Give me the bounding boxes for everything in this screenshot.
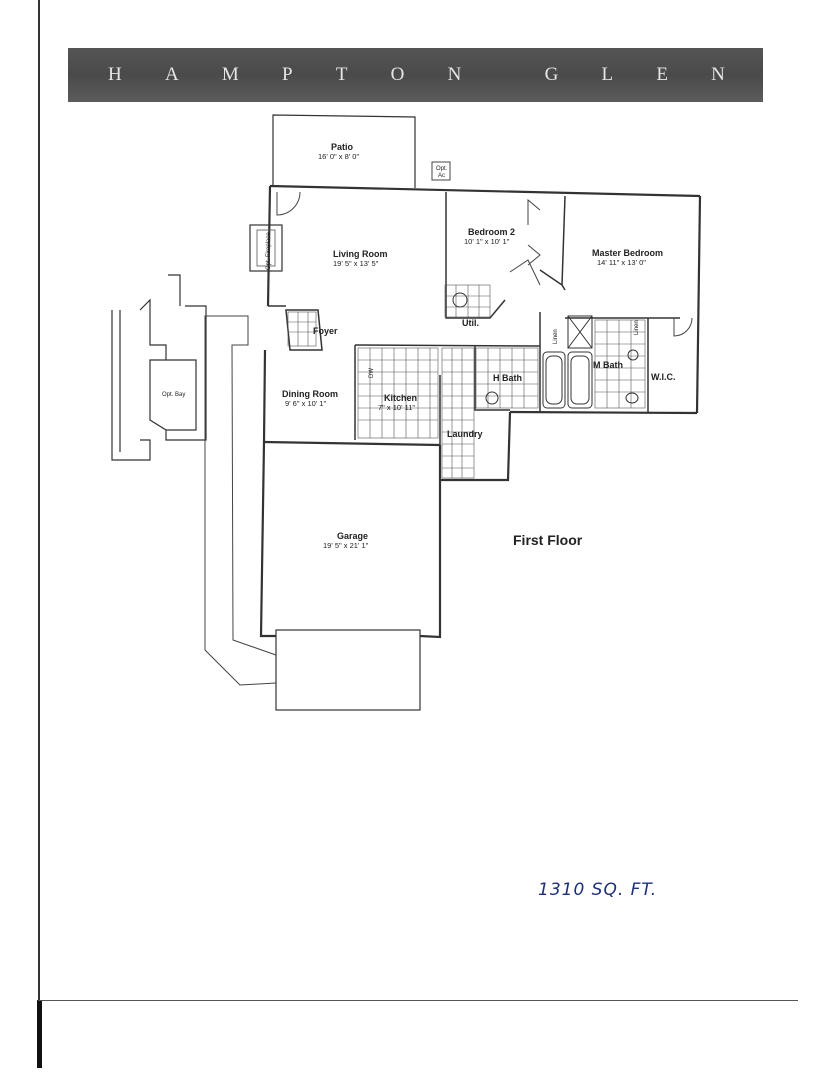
- patio: [272, 114, 416, 188]
- foyer-label: Foyer: [313, 326, 338, 336]
- laundry-label: Laundry: [447, 429, 483, 439]
- master-bedroom-dim: 14' 11" x 13' 0": [597, 258, 646, 267]
- left-margin-rule: [38, 0, 40, 1000]
- wic-label: W.I.C.: [651, 372, 676, 382]
- bath-fixtures: [452, 292, 639, 409]
- garage-label: Garage: [337, 531, 368, 541]
- bedroom2-dim: 10' 1" x 10' 1": [464, 237, 510, 246]
- banner-letter: A: [164, 64, 179, 85]
- master-bedroom-label: Master Bedroom: [592, 248, 663, 258]
- opt-ac-label: Ac: [438, 173, 445, 179]
- kitchen-dim: 7" x 10' 11": [378, 403, 415, 412]
- banner-letter: G: [544, 64, 559, 85]
- dishwasher-label: DW: [369, 368, 375, 378]
- floor-label: First Floor: [513, 532, 583, 548]
- house-walls: [259, 184, 702, 639]
- banner-letter: T: [335, 64, 348, 85]
- opt-fireplace-label: Opt. Fireplace: [266, 232, 272, 270]
- walkway: [204, 315, 277, 686]
- tile-patterns: [287, 284, 646, 479]
- opt-bay-label: Opt. Bay: [162, 392, 185, 398]
- banner-letter: E: [656, 64, 668, 85]
- patio-label: Patio: [331, 142, 354, 152]
- m-bath-label: M Bath: [593, 360, 623, 370]
- opt-ac-box: [431, 161, 451, 181]
- opt-bay: [111, 274, 207, 461]
- door-swings: [276, 191, 693, 337]
- garage-dim: 19' 5" x 21' 1": [323, 541, 369, 550]
- living-room-label: Living Room: [333, 249, 388, 259]
- bedroom2-label: Bedroom 2: [468, 227, 515, 237]
- bottom-rule: [38, 1000, 798, 1001]
- title-banner: H A M P T O N G L E N: [68, 48, 763, 102]
- banner-letter: P: [282, 64, 293, 85]
- patio-dim: 16' 0" x 8' 0": [318, 152, 359, 161]
- dining-room-label: Dining Room: [282, 389, 338, 399]
- h-bath-label: H Bath: [493, 373, 522, 383]
- linen-label: Linen: [634, 320, 640, 335]
- kitchen-label: Kitchen: [384, 393, 417, 403]
- util-label: Util.: [462, 318, 479, 328]
- fireplace: [249, 224, 283, 272]
- left-margin-rule-bold: [37, 1000, 42, 1068]
- banner-letter: N: [711, 64, 725, 85]
- opt-ac-label: Opt.: [436, 166, 448, 172]
- linen-label: Linen: [553, 329, 559, 344]
- square-footage-note: 1310 SQ. FT.: [538, 880, 658, 900]
- dining-room-dim: 9' 6" x 10' 1": [285, 399, 326, 408]
- driveway: [275, 629, 421, 711]
- banner-letter: M: [221, 64, 239, 85]
- living-room-dim: 19' 5" x 13' 5": [333, 259, 379, 268]
- banner-letter: O: [390, 64, 405, 85]
- interior-walls: [268, 192, 680, 480]
- banner-letter: L: [601, 64, 614, 85]
- banner-letter: N: [447, 64, 462, 85]
- banner-letter: H: [108, 64, 122, 85]
